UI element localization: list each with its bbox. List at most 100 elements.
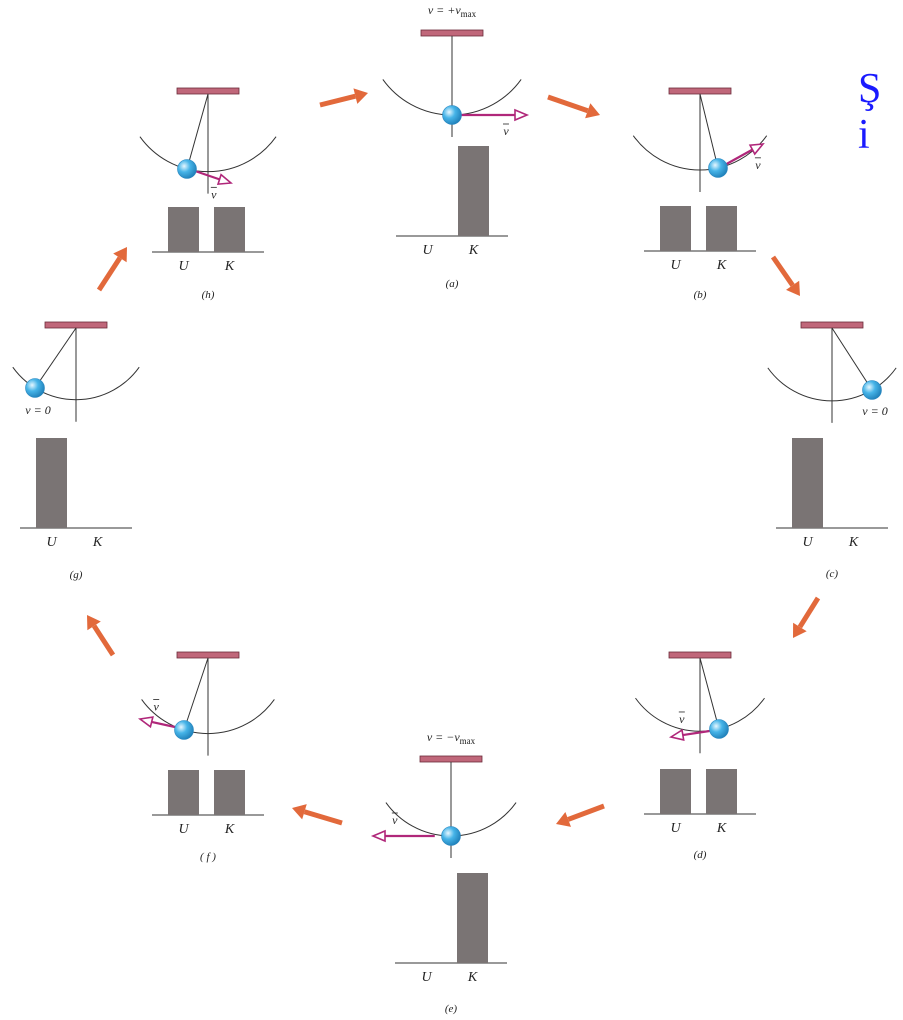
potential-energy-bar — [36, 438, 67, 528]
swing-arc — [12, 366, 140, 401]
panel-label: (g) — [70, 569, 83, 581]
cycle-arrow — [770, 255, 800, 296]
potential-energy-label: U — [802, 535, 813, 550]
cycle-arrow — [556, 803, 605, 827]
swing-arc — [635, 697, 765, 732]
velocity-arrowhead — [514, 108, 530, 122]
velocity-vector-label: v — [211, 187, 217, 201]
velocity-arrowhead — [216, 173, 233, 186]
pendulum-bob — [174, 720, 194, 740]
panel-f: vU K ( f ) — [137, 651, 275, 863]
cycle-arrows — [87, 88, 821, 827]
potential-energy-bar — [660, 206, 691, 251]
velocity-arrow — [151, 720, 177, 729]
potential-energy-bar — [660, 769, 691, 814]
swing-arc — [141, 699, 275, 735]
pendulum-string — [183, 657, 209, 731]
cycle-arrow — [547, 94, 600, 119]
pendulum-bob — [862, 380, 882, 400]
velocity-arrowhead — [137, 716, 154, 729]
kinetic-energy-label: K — [848, 535, 859, 550]
pendulum-string — [699, 93, 719, 169]
panel-label: (h) — [202, 289, 215, 301]
velocity-vector-label: v — [679, 712, 685, 726]
pendulum-string — [699, 657, 720, 730]
velocity-vector-label: v — [503, 124, 509, 138]
kinetic-energy-label: K — [467, 970, 478, 985]
kinetic-energy-label: K — [224, 822, 235, 837]
velocity-arrowhead — [370, 829, 386, 843]
kinetic-energy-bar — [214, 770, 245, 815]
kinetic-energy-label: K — [224, 259, 235, 274]
kinetic-energy-label: K — [468, 243, 479, 258]
potential-energy-label: U — [421, 970, 432, 985]
pendulum-bob — [441, 826, 461, 846]
velocity-arrowhead — [668, 728, 685, 742]
potential-energy-bar — [168, 770, 199, 815]
pendulum-bob — [25, 378, 45, 398]
pendulum-string — [186, 93, 209, 170]
potential-energy-label: U — [422, 243, 433, 258]
velocity-caption: v = 0 — [862, 404, 887, 418]
velocity-caption: v = +vmax — [428, 3, 477, 19]
velocity-caption: v = −vmax — [427, 730, 476, 746]
potential-energy-bar — [168, 207, 199, 252]
panel-b: vU K (b) — [632, 87, 768, 301]
panel-label: (d) — [694, 849, 707, 861]
potential-energy-label: U — [670, 258, 681, 273]
panel-d: vU K (d) — [635, 651, 765, 861]
panel-label: (a) — [446, 278, 459, 290]
velocity-vector-label: v — [392, 813, 398, 827]
pendulum-string — [831, 327, 873, 391]
velocity-arrowhead — [748, 143, 765, 156]
velocity-vector-label: v — [154, 700, 160, 714]
pendulum-bob — [709, 719, 729, 739]
panel-label: (e) — [445, 1003, 458, 1015]
potential-energy-label: U — [178, 259, 189, 274]
pendulum-bob — [708, 158, 728, 178]
ceiling-mount — [420, 29, 484, 37]
velocity-vector-label: v — [755, 158, 761, 172]
panel-g: v = 0 U K (g) — [12, 321, 140, 581]
potential-energy-bar — [792, 438, 823, 528]
panel-label: (b) — [694, 289, 707, 301]
cycle-arrow — [319, 88, 368, 108]
velocity-arrow — [725, 148, 753, 165]
cropped-title: Ş i — [858, 66, 881, 158]
panel-label: (c) — [826, 568, 839, 580]
cycle-arrow — [87, 615, 116, 657]
cropped-title-line-2: i — [858, 112, 870, 158]
ceiling-mount — [668, 87, 732, 95]
ceiling-mount — [800, 321, 864, 329]
velocity-arrow — [682, 729, 710, 737]
potential-energy-label: U — [670, 821, 681, 836]
kinetic-energy-bar — [457, 873, 488, 963]
potential-energy-label: U — [178, 822, 189, 837]
velocity-arrow — [195, 170, 220, 181]
pendulum-bob — [177, 159, 197, 179]
panel-c: v = 0 U K (c) — [767, 321, 897, 580]
cycle-arrow — [96, 247, 127, 292]
cycle-arrow — [793, 596, 821, 638]
ceiling-mount — [176, 87, 240, 95]
potential-energy-label: U — [46, 535, 57, 550]
swing-arc — [767, 367, 897, 402]
ceiling-mount — [176, 651, 240, 659]
kinetic-energy-bar — [458, 146, 489, 236]
kinetic-energy-label: K — [716, 258, 727, 273]
panel-h: vU K (h) — [139, 87, 277, 301]
ceiling-mount — [419, 755, 483, 763]
kinetic-energy-bar — [214, 207, 245, 252]
pendulum-bob — [442, 105, 462, 125]
kinetic-energy-label: K — [92, 535, 103, 550]
ceiling-mount — [44, 321, 108, 329]
cycle-arrow — [292, 804, 343, 826]
pendulum-string — [34, 327, 77, 389]
ceiling-mount — [668, 651, 732, 659]
velocity-caption: v = 0 — [25, 403, 50, 417]
kinetic-energy-label: K — [716, 821, 727, 836]
panel-label: ( f ) — [200, 851, 216, 863]
